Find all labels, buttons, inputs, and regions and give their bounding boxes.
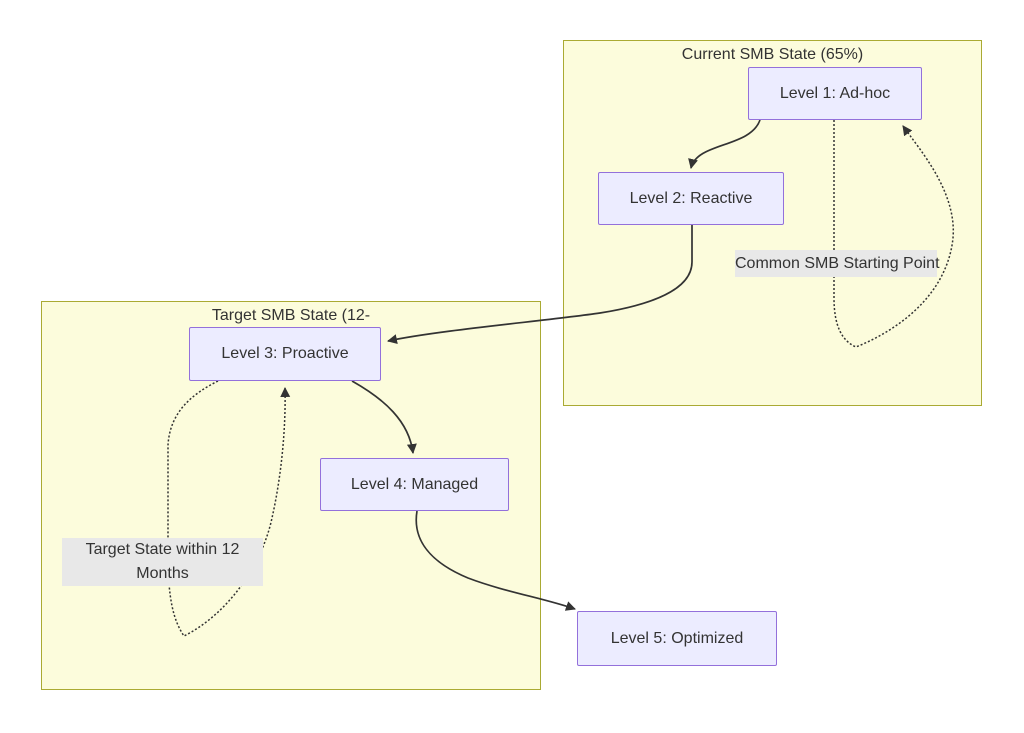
node-level-5-label: Level 5: Optimized [610,629,744,647]
cluster-current-title: Current SMB State (65%) [681,46,864,63]
node-level-1-label: Level 1: Ad-hoc [779,84,891,102]
node-level-3-proactive: Level 3: Proactive [189,327,381,381]
node-level-4-label: Level 4: Managed [350,475,479,493]
node-level-4-managed: Level 4: Managed [320,458,509,511]
edge-label-target-line1: Target State within 12 [85,541,240,558]
edge-label-target-state-within-12-months: Target State within 12 Months [62,538,263,586]
cluster-target-title: Target SMB State (12- [211,307,371,324]
edge-label-common-smb-starting-point: Common SMB Starting Point [735,250,940,277]
edge-label-target-line2: Months [136,565,189,582]
node-level-3-label: Level 3: Proactive [221,345,349,362]
node-level-2-reactive: Level 2: Reactive [598,172,784,225]
node-level-5-optimized: Level 5: Optimized [577,611,777,666]
node-level-2-label: Level 2: Reactive [629,189,753,207]
node-level-1-ad-hoc: Level 1: Ad-hoc [748,67,922,120]
